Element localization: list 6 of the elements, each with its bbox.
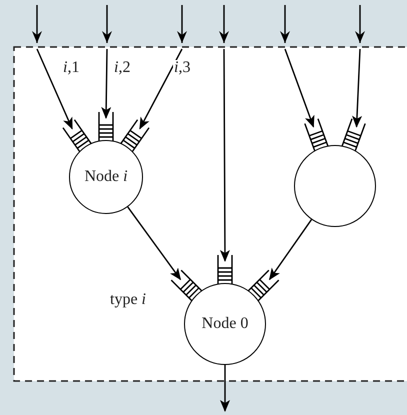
annotation-label: type i: [110, 292, 146, 308]
edge-label: i,1: [62, 60, 80, 76]
node-label: Node 0: [202, 315, 248, 333]
node-label: Node i: [84, 168, 128, 186]
edge-label: i,3: [173, 60, 192, 76]
edge-label: i,2: [113, 60, 132, 76]
